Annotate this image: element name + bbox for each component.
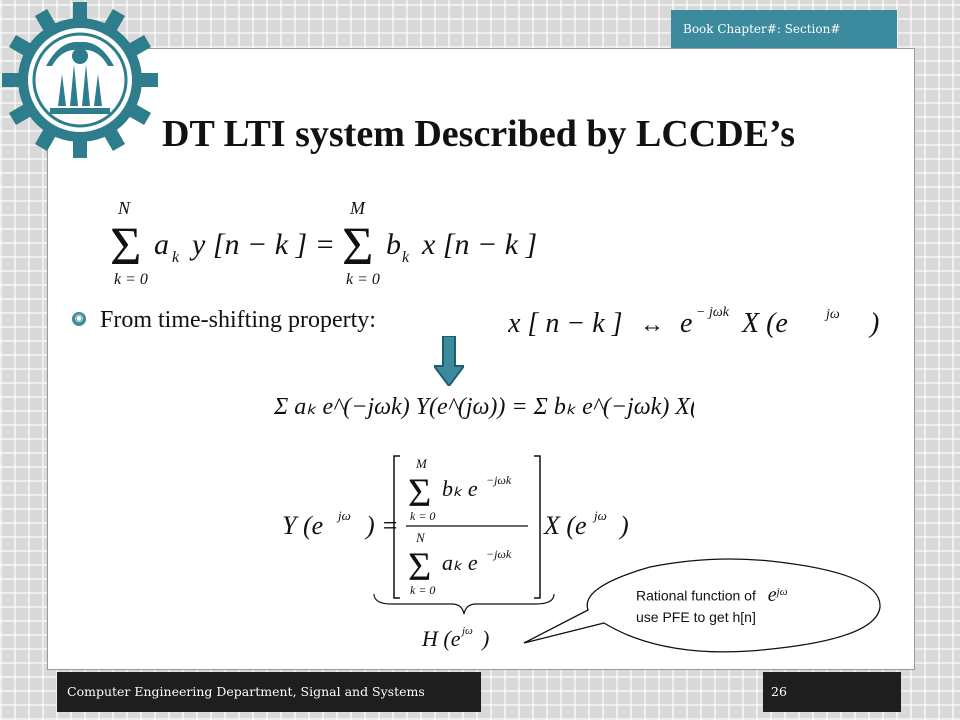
- svg-text:a: a: [154, 228, 169, 261]
- svg-text:jω: jω: [460, 625, 473, 637]
- bullet-text: From time-shifting property:: [100, 307, 376, 333]
- svg-text:X (e: X (e: [741, 308, 788, 339]
- svg-text:k = 0: k = 0: [346, 271, 380, 288]
- h-brace: H (e jω ): [373, 593, 555, 651]
- svg-text:M: M: [415, 456, 428, 471]
- sum-upper-n: N: [117, 198, 131, 218]
- svg-text:X (e: X (e: [543, 511, 587, 540]
- svg-text:− jωk: − jωk: [696, 305, 730, 320]
- frequency-response-equation: Y (e jω ) = M Σ k = 0 bₖ e −jωk N Σ k = …: [282, 455, 629, 599]
- svg-text:k = 0: k = 0: [410, 509, 435, 523]
- time-shift-pair: x [ n − k ] ↔ e − jωk X (e jω ): [508, 305, 879, 339]
- callout-line2: use PFE to get h[n]: [636, 608, 756, 625]
- svg-text:b: b: [386, 228, 401, 261]
- svg-text:−jωk: −jωk: [486, 473, 512, 487]
- callout-line1: Rational function of: [636, 587, 756, 604]
- svg-text:k: k: [402, 249, 410, 266]
- bullet-time-shift: ◉ From time-shifting property:: [72, 307, 376, 334]
- university-logo: [2, 2, 158, 158]
- svg-text:jω: jω: [824, 307, 840, 322]
- svg-text:bₖ e: bₖ e: [442, 476, 478, 501]
- svg-text:Σ: Σ: [342, 216, 373, 276]
- svg-text:aₖ e: aₖ e: [442, 550, 478, 575]
- svg-text:): ): [618, 511, 629, 540]
- lccde-equation: N Σ k = 0 a k y [n − k ] = M Σ k = 0 b k…: [110, 198, 537, 288]
- svg-text:e: e: [680, 308, 692, 339]
- svg-text:x [n − k ]: x [n − k ]: [421, 228, 537, 261]
- svg-text:Σ aₖ e^(−jωk) Y(e^(jω)) = Σ bₖ: Σ aₖ e^(−jωk) Y(e^(jω)) = Σ bₖ e^(−jωk) …: [274, 394, 694, 420]
- svg-text:N: N: [415, 530, 426, 545]
- footer-page-number: 26: [763, 672, 901, 712]
- slide-title: DT LTI system Described by LCCDE’s: [162, 113, 796, 155]
- svg-text:) =: ) =: [364, 511, 399, 540]
- svg-text:Y (e: Y (e: [282, 511, 323, 540]
- svg-text:): ): [868, 308, 879, 339]
- svg-text:k = 0: k = 0: [410, 583, 435, 597]
- svg-text:Σ: Σ: [408, 544, 431, 589]
- svg-text:Σ: Σ: [408, 470, 431, 515]
- svg-text:): ): [480, 626, 489, 651]
- svg-text:M: M: [349, 198, 366, 218]
- svg-text:H (e: H (e: [421, 626, 461, 651]
- sum-lower-k: k = 0: [114, 271, 148, 288]
- svg-text:−jωk: −jωk: [486, 547, 512, 561]
- rational-function-callout: [523, 558, 881, 653]
- svg-text:x [ n − k ]: x [ n − k ]: [508, 308, 623, 339]
- chapter-tag: Book Chapter#: Section#: [671, 10, 897, 48]
- svg-text:↔: ↔: [640, 312, 664, 338]
- transformed-equation: Σ aₖ e^(−jωk) Y(e^(jω)) = Σ bₖ e^(−jωk) …: [274, 394, 694, 420]
- svg-text:Σ: Σ: [110, 216, 141, 276]
- callout-text: Rational function of ejω use PFE to get …: [636, 583, 788, 625]
- bullet-icon: ◉: [72, 312, 86, 327]
- footer-department: Computer Engineering Department, Signal …: [57, 672, 481, 712]
- down-arrow-icon: [434, 336, 464, 386]
- svg-text:y [n − k ] =: y [n − k ] =: [189, 228, 335, 261]
- callout-math: e: [767, 583, 777, 606]
- svg-text:k: k: [172, 249, 180, 266]
- svg-text:jω: jω: [592, 508, 607, 523]
- svg-text:jω: jω: [336, 508, 351, 523]
